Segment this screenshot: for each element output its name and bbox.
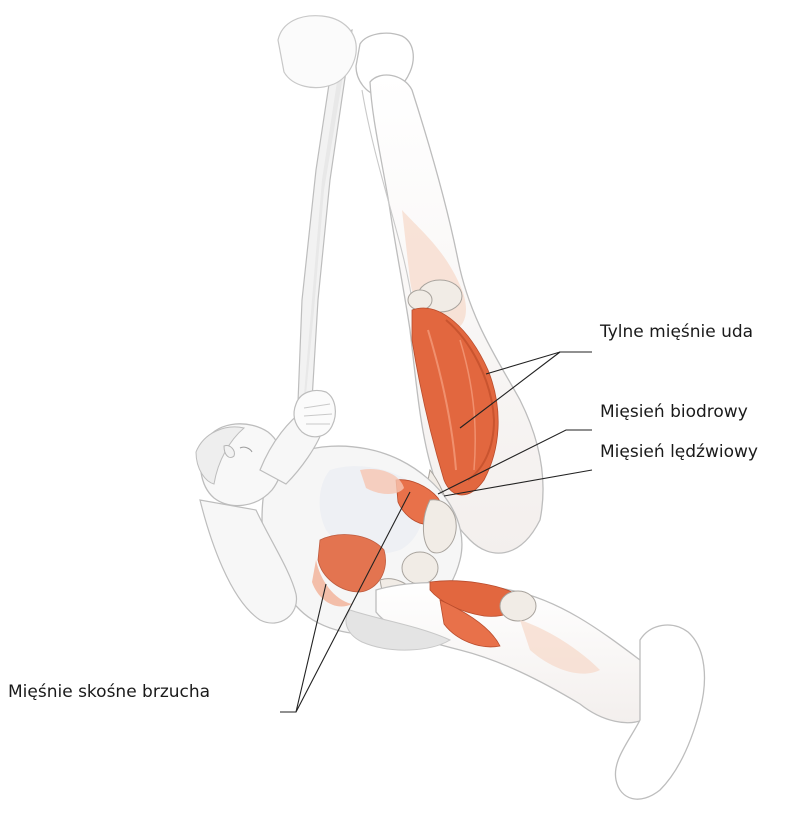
knee-bone-2 bbox=[408, 290, 432, 310]
hip-joint bbox=[402, 552, 438, 584]
hand bbox=[294, 391, 335, 437]
label-iliacus: Mięsień biodrowy bbox=[600, 402, 748, 422]
lower-knee-bone bbox=[500, 591, 536, 621]
label-obliques: Mięśnie skośne brzucha bbox=[8, 682, 210, 702]
label-hamstrings: Tylne mięśnie uda bbox=[600, 322, 753, 342]
label-psoas: Mięsień lędźwiowy bbox=[600, 442, 758, 462]
raised-foot-ghost bbox=[278, 16, 356, 88]
